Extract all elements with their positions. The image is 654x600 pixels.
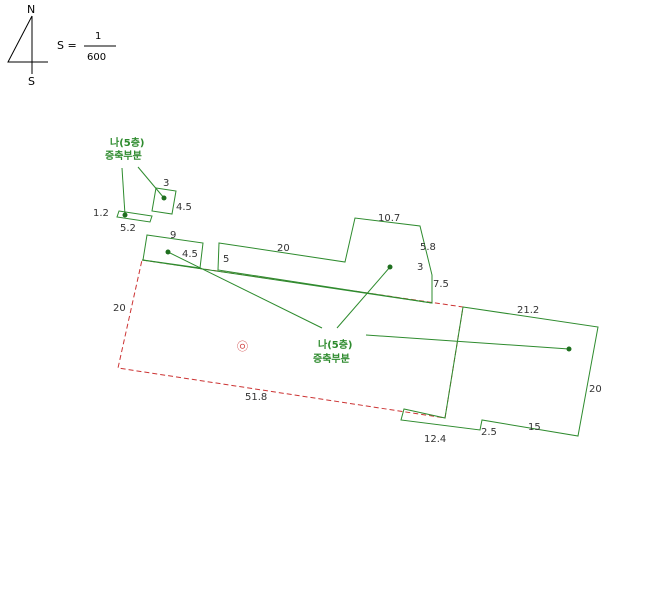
- leader-lines: [121, 166, 570, 350]
- main-upper-outline: [217, 217, 433, 304]
- scale-label: S =: [57, 39, 77, 52]
- annotation-labels: 나(5층) 증축부분 나(5층) 증축부분: [105, 136, 353, 365]
- dim-label: 4.5: [182, 249, 198, 260]
- dim-label: 20: [277, 243, 290, 254]
- leader-line: [365, 334, 570, 350]
- middle-label-line1: 나(5층): [318, 338, 353, 351]
- small-strip-outline: [116, 210, 153, 223]
- leader-dot: [387, 264, 393, 270]
- dim-label: 3: [163, 178, 169, 189]
- annex-outline: [400, 306, 599, 437]
- leader-line: [137, 166, 165, 199]
- dim-label: 5.8: [420, 242, 436, 253]
- lot-center-mark: ㉧: [237, 340, 248, 353]
- lot-boundary: [117, 259, 464, 419]
- south-label: S: [28, 75, 35, 88]
- leader-line: [336, 266, 391, 329]
- leader-dot: [165, 249, 171, 255]
- dim-label: 3: [417, 262, 423, 273]
- leader-line: [167, 251, 323, 329]
- dim-label: 2.5: [481, 427, 497, 438]
- north-label: N: [27, 3, 35, 16]
- leader-line: [121, 167, 126, 216]
- dim-label: 10.7: [378, 213, 400, 224]
- leader-dots: [122, 195, 572, 352]
- dim-label: 20: [113, 303, 126, 314]
- dim-label: 5: [223, 254, 229, 265]
- upper-label-line1: 나(5층): [110, 136, 145, 149]
- scale-denominator: 600: [87, 52, 106, 63]
- scale-numerator: 1: [95, 31, 101, 42]
- dim-label: 9: [170, 230, 176, 241]
- north-arrow: N S: [7, 3, 48, 88]
- dim-label: 15: [528, 422, 541, 433]
- dimension-labels: 1.2 5.2 3 4.5 9 4.5 5 20 10.7 5.8 3 7.5 …: [93, 178, 602, 445]
- dim-label: 7.5: [433, 279, 449, 290]
- upper-label-line2: 증축부분: [105, 149, 142, 162]
- dim-label: 20: [589, 384, 602, 395]
- dim-label: 1.2: [93, 208, 109, 219]
- dim-label: 5.2: [120, 223, 136, 234]
- small-square-outline: [151, 187, 177, 215]
- dim-label: 4.5: [176, 202, 192, 213]
- dim-label: 12.4: [424, 434, 446, 445]
- middle-label-line2: 증축부분: [313, 352, 350, 365]
- leader-dot: [161, 195, 167, 201]
- leader-dot: [122, 212, 128, 218]
- scale-indicator: S = 1 600: [57, 31, 116, 63]
- leader-dot: [566, 346, 572, 352]
- dim-label: 51.8: [245, 392, 267, 403]
- dim-label: 21.2: [517, 305, 539, 316]
